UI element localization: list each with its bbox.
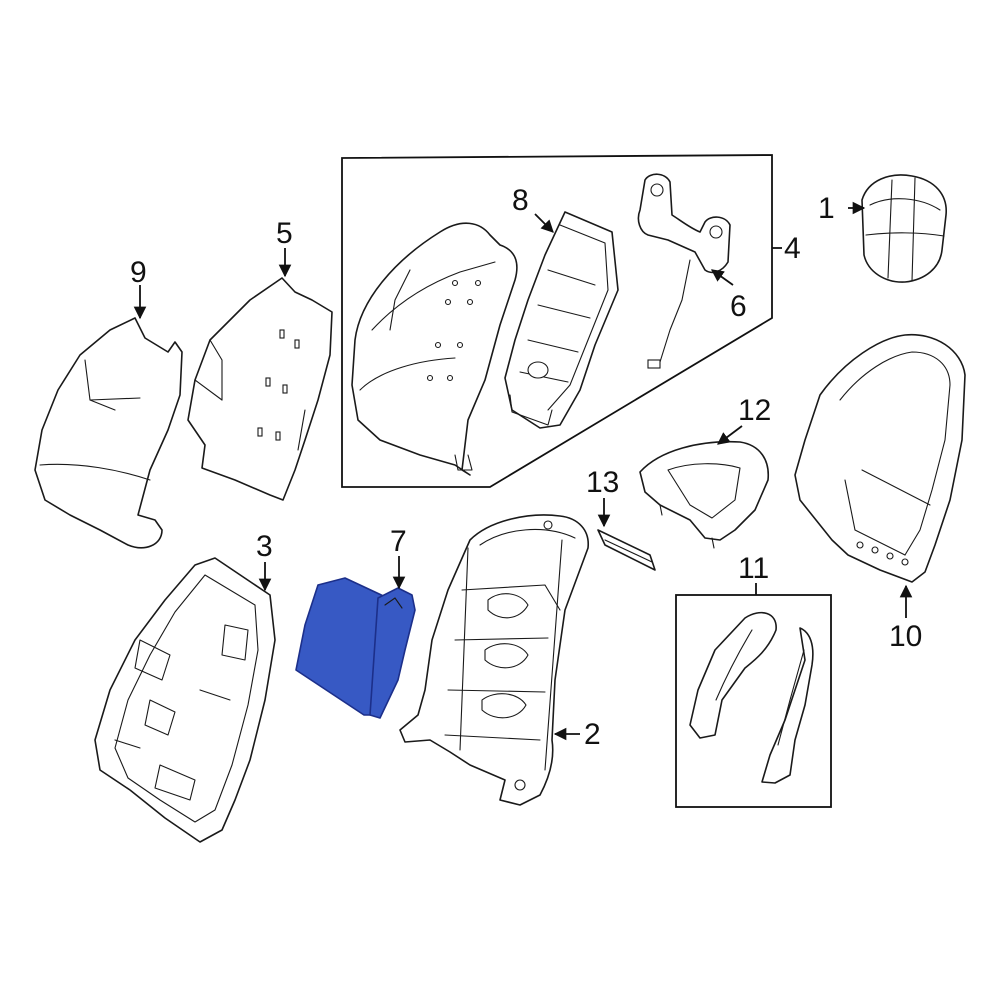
callout-13: 13 bbox=[586, 466, 619, 499]
seat-back-cushion[interactable] bbox=[351, 222, 518, 476]
group-box-11 bbox=[675, 594, 832, 808]
part-8-lumbar-support[interactable] bbox=[504, 211, 619, 429]
callout-5: 5 bbox=[276, 217, 293, 250]
part-1-headrest[interactable] bbox=[861, 174, 947, 283]
callout-12: 12 bbox=[738, 394, 771, 427]
part-9-seat-back-cover[interactable] bbox=[34, 317, 183, 549]
part-6-bracket[interactable] bbox=[637, 173, 731, 369]
callout-4: 4 bbox=[784, 232, 801, 265]
callout-9: 9 bbox=[130, 256, 147, 289]
part-4-group[interactable] bbox=[341, 154, 782, 488]
callout-10: 10 bbox=[889, 620, 922, 653]
part-7-module[interactable] bbox=[295, 577, 416, 719]
part-12-trim-cover[interactable] bbox=[639, 440, 769, 549]
part-13-strip[interactable] bbox=[597, 529, 656, 571]
leader-12 bbox=[716, 425, 743, 445]
group-box-outline bbox=[341, 154, 773, 488]
part-5-foam-pad[interactable] bbox=[187, 277, 333, 501]
callout-1: 1 bbox=[818, 192, 835, 225]
callout-6: 6 bbox=[730, 290, 747, 323]
callout-2: 2 bbox=[584, 718, 601, 751]
part-10-back-panel[interactable] bbox=[794, 333, 966, 583]
callout-8: 8 bbox=[512, 184, 529, 217]
part-3-back-panel-frame[interactable] bbox=[94, 557, 276, 843]
part-11-side-trims[interactable] bbox=[675, 583, 832, 808]
callout-3: 3 bbox=[256, 530, 273, 563]
leader-6 bbox=[710, 269, 734, 286]
callout-11: 11 bbox=[738, 552, 769, 585]
leader-8 bbox=[534, 213, 554, 233]
callout-7: 7 bbox=[390, 525, 407, 558]
part-2-seat-back-frame[interactable] bbox=[399, 514, 589, 806]
